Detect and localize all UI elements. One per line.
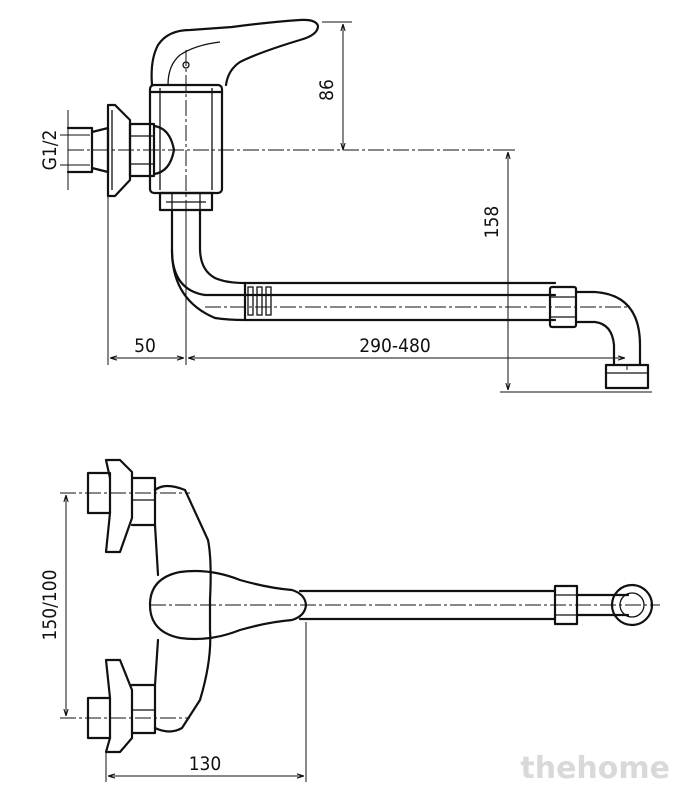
dim-spout-drop: 158 [481, 149, 652, 393]
dim-label-158: 158 [481, 206, 503, 239]
watermark-logo: thehome [520, 751, 670, 786]
lever-handle [150, 18, 320, 87]
top-wall-connector [86, 458, 157, 554]
top-spout-pipe [298, 583, 654, 627]
dim-label-thread: G1/2 [39, 130, 61, 171]
dim-wall-offset: 50 [107, 196, 187, 365]
dim-label-130: 130 [189, 753, 222, 775]
dim-label-290-480: 290-480 [359, 335, 430, 357]
dim-body-depth: 130 [105, 622, 307, 782]
dim-handle-height: 86 [316, 21, 352, 150]
dim-label-50: 50 [134, 335, 156, 357]
top-lever-handle [148, 569, 308, 641]
side-view: 86 G1/2 158 50 290-480 [39, 18, 652, 393]
dim-spout-reach: 290-480 [188, 335, 628, 370]
dim-inlet-spacing: 150/100 [39, 495, 66, 716]
dim-label-86: 86 [316, 79, 338, 101]
top-view: 150/100 130 [39, 458, 660, 782]
dim-label-150-100: 150/100 [39, 570, 61, 641]
spout-pipe [170, 208, 557, 322]
spout-end-fitting [548, 285, 650, 390]
dim-thread: G1/2 [39, 110, 90, 190]
bottom-wall-connector [86, 658, 157, 754]
top-faucet-body [153, 484, 212, 733]
